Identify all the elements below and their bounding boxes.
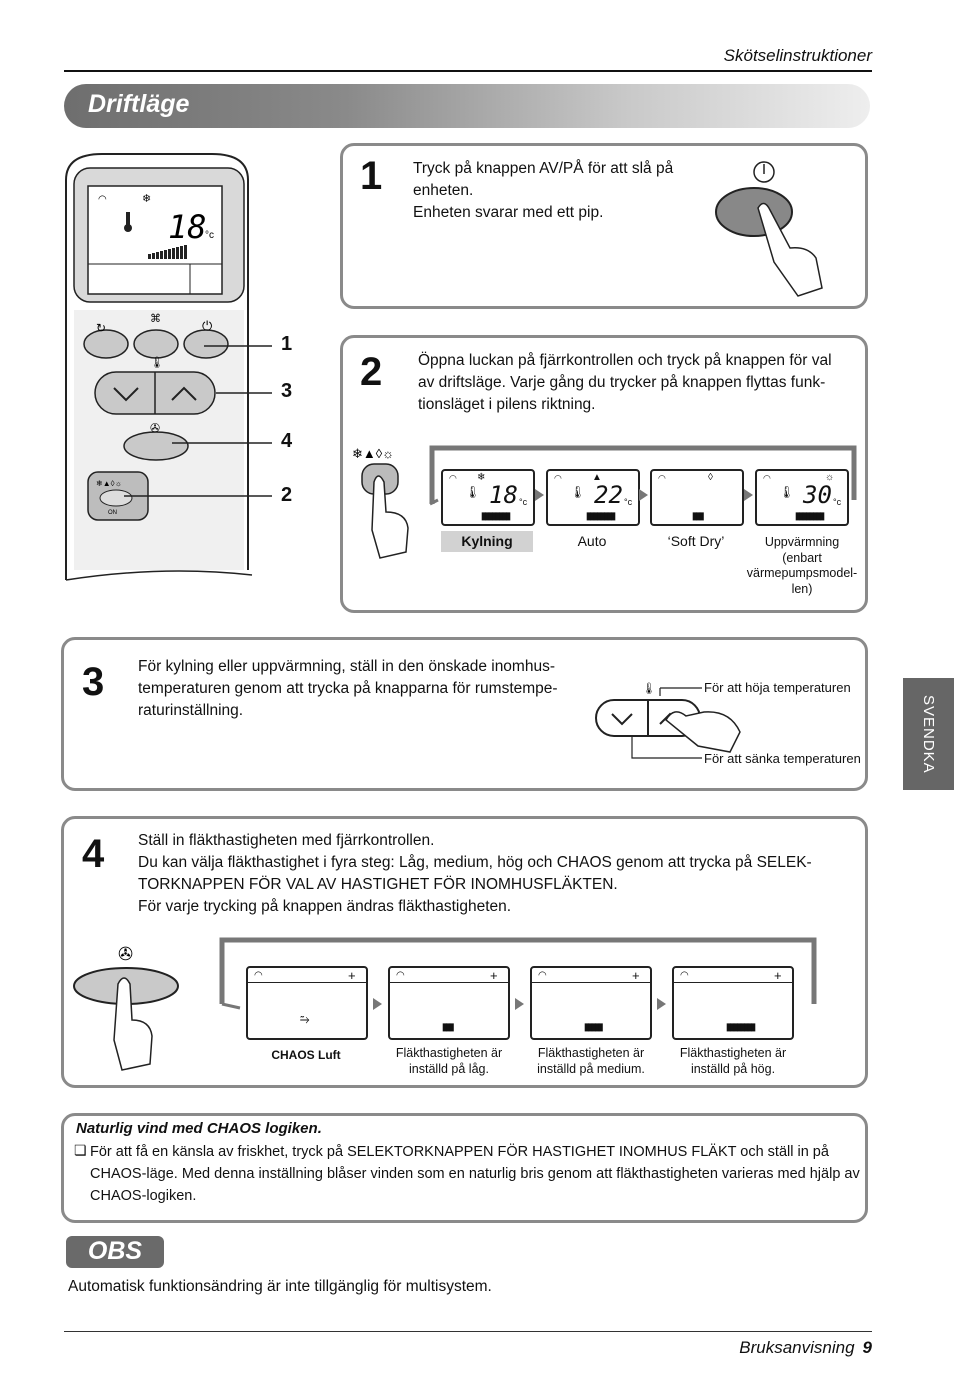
obs-text: Automatisk funktionsändring är inte till… <box>68 1278 492 1295</box>
section-banner: Driftläge <box>64 84 870 128</box>
mode-lcd-auto: ◠ ▲ 🌡 22 °c ▮▮▮▮▮▮▮▮ <box>546 469 640 526</box>
mode-label-dry: ‘Soft Dry’ <box>667 533 725 549</box>
remote-display-temp: 18 <box>168 208 207 246</box>
raise-temp-label: För att höja temperaturen <box>704 680 851 695</box>
mode-arrow-1 <box>535 489 544 501</box>
svg-text:❄▲◊☼: ❄▲◊☼ <box>352 446 394 461</box>
step-3-box <box>61 637 868 791</box>
svg-text:❄: ❄ <box>142 193 151 205</box>
mode-auto-unit: °c <box>624 497 633 507</box>
chaos-note-title: Naturlig vind med CHAOS logiken. <box>76 1120 322 1137</box>
callout-4: 4 <box>281 430 293 452</box>
note-bullet-icon: ❏ <box>74 1142 87 1158</box>
step-3-text: För kylning eller uppvärmning, ställ in … <box>138 658 558 719</box>
fan-button-press-illustration: ✇ <box>73 944 179 1071</box>
chaos-note-text: För att få en känsla av friskhet, tryck … <box>90 1144 860 1204</box>
speed-arrow-2 <box>515 998 524 1010</box>
mode-button-press-illustration: ❄▲◊☼ <box>352 446 409 559</box>
footer: Bruksanvisning 9 <box>739 1338 872 1358</box>
footer-rule <box>64 1331 872 1332</box>
speed-arrow-1 <box>373 998 382 1010</box>
step-4-text: Ställ in fläkthastigheten med fjärrkontr… <box>138 832 812 915</box>
page-number: 9 <box>862 1338 872 1357</box>
header-rule <box>64 70 872 72</box>
mode-cool-unit: °c <box>519 497 528 507</box>
step-4-box <box>61 816 868 1088</box>
temperature-buttons-illustration: 🌡 <box>595 682 741 759</box>
svg-text:⌘: ⌘ <box>150 313 161 325</box>
power-button-press-illustration <box>715 161 823 297</box>
section-title: Driftläge <box>88 90 190 118</box>
svg-text:↻: ↻ <box>96 321 106 335</box>
callout-1: 1 <box>281 333 293 355</box>
running-header: Skötselinstruktioner <box>723 46 872 65</box>
speed-lcd-medium: ◠ + ▮▮▮▮▮ <box>530 966 652 1040</box>
svg-text:❄▲◊☼: ❄▲◊☼ <box>96 479 122 488</box>
speed-arrow-3 <box>657 998 666 1010</box>
callout-3: 3 <box>281 380 293 402</box>
speed-lcd-high: ◠ + ▮▮▮▮▮▮▮▮ <box>672 966 794 1040</box>
mode-cool-temp: 18 <box>489 481 518 509</box>
mode-heat-temp: 30 <box>803 481 832 509</box>
step-2-number: 2 <box>360 350 383 394</box>
lower-temp-label: För att sänka temperaturen <box>704 751 861 766</box>
language-tab-label: SVENDKA <box>920 694 937 774</box>
remote-display-unit: °c <box>205 230 214 241</box>
obs-badge: OBS <box>66 1236 164 1268</box>
step-3-number: 3 <box>82 660 105 704</box>
speed-lcd-low: ◠ + ▮▮▮ <box>388 966 510 1040</box>
mode-label-cool: Kylning <box>441 531 533 552</box>
step-1-number: 1 <box>360 154 383 198</box>
speed-lcd-chaos: ◠ + ⥲ <box>246 966 368 1040</box>
callout-2: 2 <box>281 484 293 506</box>
footer-label: Bruksanvisning <box>739 1338 855 1357</box>
svg-text:ON: ON <box>108 510 117 516</box>
svg-text:✇: ✇ <box>150 421 160 435</box>
svg-text:🌡: 🌡 <box>642 682 656 695</box>
step-4-number: 4 <box>82 832 105 876</box>
mode-arrow-3 <box>744 489 753 501</box>
language-tab: SVENDKA <box>903 678 954 790</box>
mode-label-heat: Uppvärmning(enbart värmepumpsmodel-len) <box>746 535 858 596</box>
svg-text:⏻: ⏻ <box>202 318 212 333</box>
step-2-text: Öppna luckan på fjärrkontrollen och tryc… <box>418 352 832 413</box>
mode-label-auto: Auto <box>577 533 607 549</box>
svg-text:🌡: 🌡 <box>150 356 164 369</box>
svg-text:✇: ✇ <box>118 944 133 964</box>
fan-speed-cycle-frame <box>219 937 817 1010</box>
svg-text:◠: ◠ <box>98 194 107 205</box>
mode-heat-unit: °c <box>833 497 842 507</box>
remote-control-illustration: ◠ ❄ 18 °c ↻ ⌘ ⏻ 🌡 ✇ ❄▲◊☼ ON <box>65 153 272 581</box>
mode-lcd-heat: ◠ ☼ 🌡 30 °c ▮▮▮▮▮▮▮▮ <box>755 469 849 526</box>
chaos-note-box <box>61 1113 868 1223</box>
mode-arrow-2 <box>639 489 648 501</box>
mode-lcd-dry: ◠ ◊ ▮▮▮ <box>650 469 744 526</box>
speed-label-chaos: CHAOS Luft <box>271 1048 341 1062</box>
obs-label: OBS <box>87 1237 143 1265</box>
mode-cycle-frame <box>429 445 857 506</box>
mode-auto-temp: 22 <box>594 481 623 509</box>
mode-lcd-cool: ◠ ❄ 🌡 18 °c ▮▮▮▮▮▮▮▮ <box>441 469 535 526</box>
